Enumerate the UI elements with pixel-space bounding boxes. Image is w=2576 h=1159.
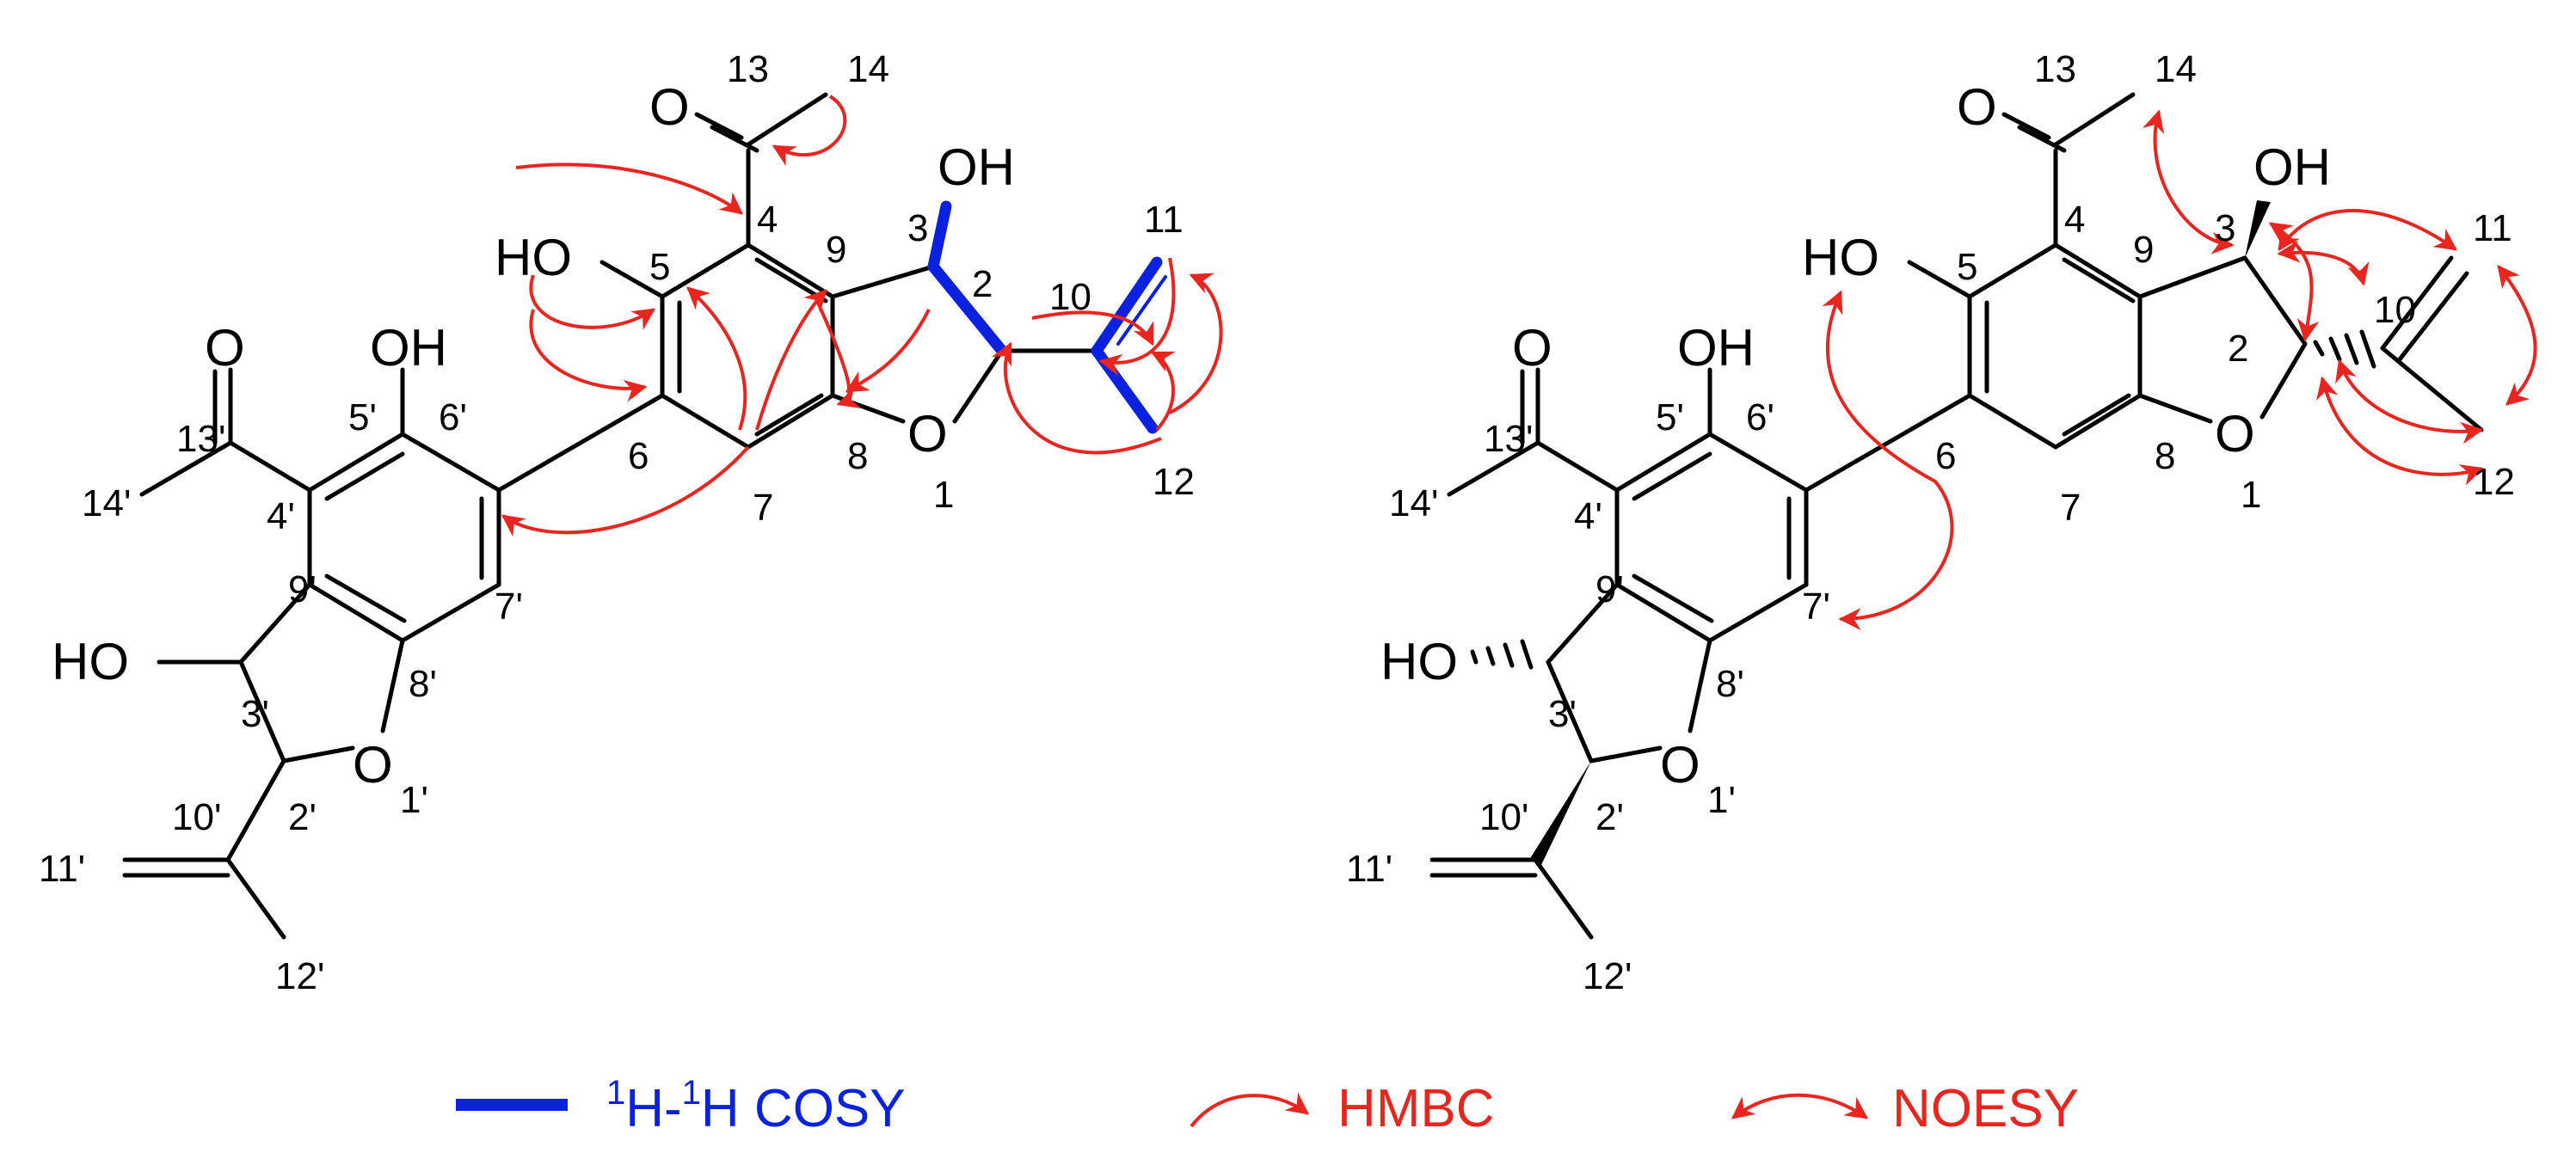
left-n6p: 6' — [439, 396, 467, 438]
left-o13: O — [649, 78, 690, 136]
right-noesy-arrows — [1822, 109, 2537, 630]
left-ho5: HO — [495, 229, 572, 286]
left-hmbc-arrows — [501, 95, 1223, 537]
right-n2p: 2' — [1595, 796, 1624, 838]
left-n13p: 13' — [176, 418, 225, 460]
legend-noesy-swatch — [1731, 1093, 1869, 1119]
left-n7p: 7' — [495, 586, 523, 628]
right-n5: 5 — [1957, 246, 1977, 288]
right-n6: 6 — [1935, 435, 1956, 477]
left-upper-bonds — [496, 92, 1099, 493]
left-n9p: 9' — [288, 568, 317, 610]
right-n9p: 9' — [1595, 568, 1624, 610]
right-n2: 2 — [2228, 328, 2248, 370]
left-n12p: 12' — [275, 955, 324, 997]
right-n14p: 14' — [1389, 482, 1438, 524]
right-labels: O 13 14 OH 3 4 9 HO 5 2 11 10 12 6 7 8 O… — [1346, 48, 2515, 997]
right-n10p: 10' — [1479, 796, 1528, 838]
left-n14p: 14' — [82, 482, 131, 524]
left-n1: 1 — [933, 474, 954, 516]
right-oh3: OH — [2253, 138, 2331, 196]
left-n3: 3 — [907, 207, 928, 249]
right-o1: O — [2215, 405, 2255, 463]
left-o13p: O — [205, 319, 245, 377]
left-n3p: 3' — [241, 693, 269, 735]
left-oh3: OH — [938, 138, 1015, 196]
right-n9: 9 — [2133, 229, 2154, 271]
right-n11p: 11' — [1346, 848, 1393, 890]
right-o1p: O — [1660, 736, 1700, 794]
right-n3: 3 — [2215, 207, 2235, 249]
left-n2p: 2' — [288, 796, 317, 838]
left-n4: 4 — [757, 199, 778, 241]
right-n13p: 13' — [1484, 418, 1533, 460]
left-n13: 13 — [727, 48, 769, 90]
right-n12p: 12' — [1583, 955, 1632, 997]
right-n8: 8 — [2155, 435, 2175, 477]
left-n5: 5 — [649, 246, 670, 288]
left-n6: 6 — [628, 435, 649, 477]
right-ho3p: HO — [1380, 633, 1458, 690]
right-n11: 11 — [2473, 207, 2512, 249]
right-o13p: O — [1512, 319, 1552, 377]
left-n5p: 5' — [348, 396, 377, 438]
right-upper-bonds — [1804, 92, 2484, 493]
right-ho5: HO — [1802, 229, 1879, 286]
left-n9: 9 — [826, 229, 846, 271]
left-n10: 10 — [1049, 276, 1091, 318]
right-n4: 4 — [2064, 199, 2085, 241]
left-n8p: 8' — [409, 663, 437, 705]
left-n11p: 11' — [39, 848, 85, 890]
right-n10: 10 — [2374, 289, 2416, 331]
right-n8p: 8' — [1716, 663, 1744, 705]
left-n1p: 1' — [400, 779, 428, 821]
right-molecule-noesy: O 13 14 OH 3 4 9 HO 5 2 11 10 12 6 7 8 O… — [1346, 48, 2537, 997]
left-cosy-bonds — [927, 200, 1167, 434]
right-n7: 7 — [2060, 487, 2081, 529]
right-o13: O — [1957, 78, 1997, 136]
legend: 1H-1H COSY HMBC NOESY — [456, 1074, 2079, 1138]
left-n10p: 10' — [172, 796, 221, 838]
left-oh5p: OH — [370, 319, 447, 377]
right-oh5p: OH — [1677, 319, 1755, 377]
legend-noesy-label: NOESY — [1892, 1079, 2079, 1138]
right-n1p: 1' — [1707, 779, 1736, 821]
left-o1p: O — [353, 736, 393, 794]
left-labels: O 13 14 OH 3 4 9 HO 5 2 11 10 12 6 7 8 O… — [39, 48, 1195, 997]
left-n8: 8 — [847, 435, 868, 477]
left-lower-bonds — [122, 367, 501, 940]
right-n7p: 7' — [1802, 586, 1830, 628]
left-o1: O — [907, 405, 948, 463]
left-n11: 11 — [1144, 199, 1183, 241]
right-n6p: 6' — [1746, 396, 1774, 438]
legend-hmbc-swatch — [1190, 1092, 1310, 1128]
right-n4p: 4' — [1574, 495, 1602, 537]
right-lower-bonds — [1429, 367, 1809, 940]
legend-cosy-label: 1H-1H COSY — [606, 1074, 906, 1138]
right-n12: 12 — [2473, 461, 2515, 503]
left-molecule-hmbc-cosy: O 13 14 OH 3 4 9 HO 5 2 11 10 12 6 7 8 O… — [39, 48, 1223, 997]
left-n2: 2 — [972, 263, 993, 305]
right-n3p: 3' — [1548, 693, 1577, 735]
left-ho3p: HO — [52, 633, 129, 690]
left-n7: 7 — [753, 487, 773, 529]
right-n5p: 5' — [1656, 396, 1684, 438]
legend-hmbc-label: HMBC — [1337, 1079, 1495, 1138]
right-n1: 1 — [2241, 474, 2261, 516]
right-n14: 14 — [2155, 48, 2197, 90]
right-n13: 13 — [2034, 48, 2076, 90]
left-n14: 14 — [847, 48, 889, 90]
left-n4p: 4' — [267, 495, 295, 537]
left-n12: 12 — [1153, 461, 1195, 503]
